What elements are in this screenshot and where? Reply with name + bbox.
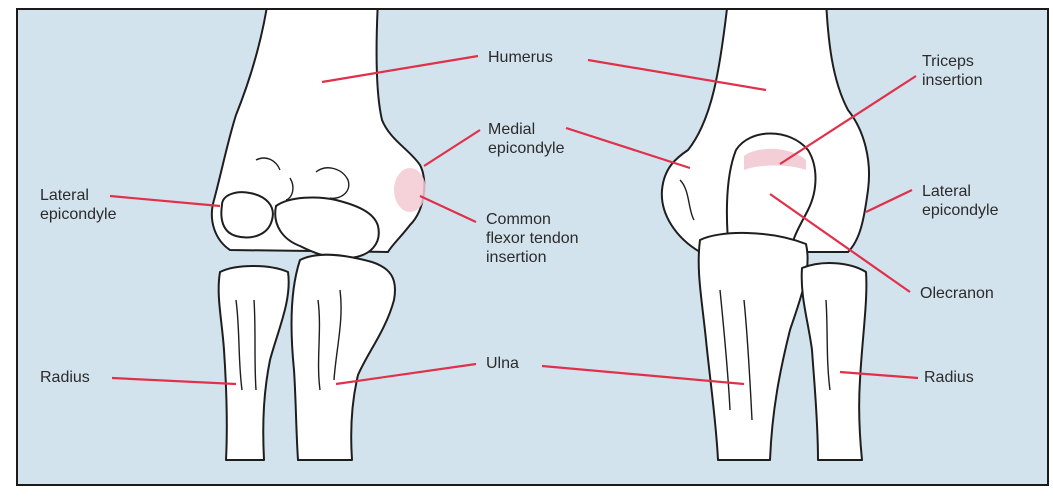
posterior-elbow-view: [662, 0, 869, 460]
label-medial-epicondyle: Medial epicondyle: [488, 120, 565, 158]
leader-radius-left: [112, 378, 236, 384]
label-lateral-epicondyle-right: Lateral epicondyle: [922, 182, 999, 220]
leader-medial-epicondyle-right: [566, 128, 690, 168]
label-common-flexor: Common flexor tendon insertion: [486, 210, 579, 267]
label-lateral-epicondyle-left: Lateral epicondyle: [40, 186, 117, 224]
leader-lateral-epicondyle-left: [110, 196, 220, 206]
radius-posterior-right: [802, 263, 867, 460]
leader-medial-epicondyle-left: [424, 130, 480, 166]
leader-lateral-epicondyle-right: [866, 190, 912, 212]
ulna-posterior: [699, 233, 808, 460]
label-triceps: Triceps insertion: [922, 52, 982, 90]
capitulum: [221, 192, 273, 237]
anterior-elbow-view: [212, 0, 424, 460]
label-radius-left: Radius: [40, 368, 90, 387]
label-olecranon: Olecranon: [920, 284, 994, 303]
radius-anterior-left: [219, 266, 289, 460]
leader-common-flexor: [420, 196, 476, 222]
common-flexor-highlight: [394, 168, 426, 212]
label-radius-right: Radius: [924, 368, 974, 387]
label-humerus: Humerus: [488, 48, 553, 67]
label-ulna: Ulna: [486, 354, 519, 373]
ulna-anterior-left: [292, 255, 396, 460]
